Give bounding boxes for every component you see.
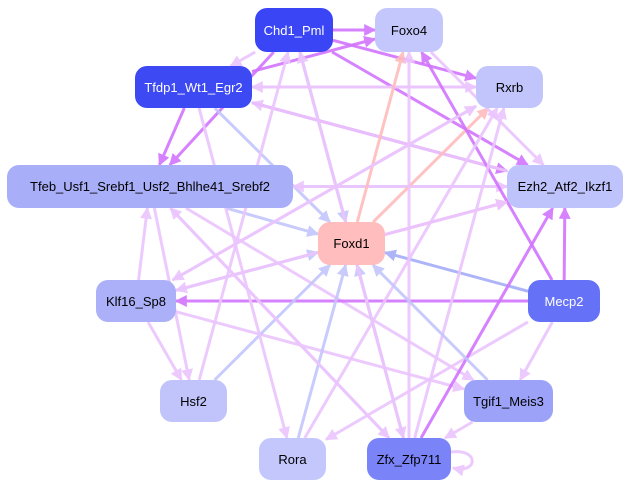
node-klf16[interactable]: Klf16_Sp8 — [96, 280, 176, 322]
edge-klf16-to-tfeb — [137, 206, 153, 281]
node-label: Mecp2 — [544, 293, 584, 309]
node-rxrb[interactable]: Rxrb — [476, 66, 543, 108]
edge-chd1-to-tfdp1 — [229, 50, 256, 68]
edge-hsf2-to-chd1 — [197, 50, 292, 381]
edge-foxd1-to-rxrb — [372, 106, 490, 224]
edge-mecp2-to-rora — [324, 320, 529, 441]
edge-tfeb-to-foxd1 — [225, 206, 320, 237]
node-tfeb[interactable]: Tfeb_Usf1_Srebf1_Usf2_Bhlhe41_Srebf2 — [7, 165, 293, 208]
edge-tfdp1-to-tfeb — [158, 107, 186, 167]
node-label: Foxd1 — [333, 236, 370, 251]
node-mecp2[interactable]: Mecp2 — [528, 280, 600, 322]
node-zfx[interactable]: Zfx_Zfp711 — [367, 438, 451, 480]
edge-tgif1-to-zfx — [443, 420, 474, 440]
edge-zfx-to-ezh2 — [419, 206, 554, 439]
node-label: Klf16_Sp8 — [106, 293, 166, 309]
edge-mecp2-to-ezh2 — [558, 206, 571, 281]
node-ezh2[interactable]: Ezh2_Atf2_Ikzf1 — [507, 165, 623, 208]
edge-klf16-to-tgif1 — [175, 310, 466, 393]
node-label: Zfx_Zfp711 — [376, 451, 442, 467]
node-label: Tfdp1_Wt1_Egr2 — [144, 79, 243, 95]
edge-foxo4-to-ezh2 — [429, 50, 545, 167]
edge-chd1-to-ezh2 — [331, 50, 529, 167]
node-tgif1[interactable]: Tgif1_Meis3 — [464, 380, 553, 422]
node-chd1[interactable]: Chd1_Pml — [255, 8, 333, 52]
edge-mecp2-to-tgif1 — [518, 321, 554, 382]
edge-tgif1-to-foxd1 — [371, 263, 489, 382]
node-hsf2[interactable]: Hsf2 — [160, 380, 227, 422]
node-rora[interactable]: Rora — [259, 438, 326, 480]
node-foxd1[interactable]: Foxd1 — [318, 222, 385, 265]
node-label: Chd1_Pml — [263, 22, 325, 38]
edge-klf16-to-hsf2 — [146, 321, 183, 382]
edge-rora-to-foxd1 — [296, 263, 349, 439]
node-label: Tfeb_Usf1_Srebf1_Usf2_Bhlhe41_Srebf2 — [30, 179, 270, 194]
edge-zfx-to-zfx — [450, 450, 474, 477]
node-label: Tgif1_Meis3 — [473, 393, 544, 409]
edge-tfdp1-to-rora — [197, 107, 290, 440]
node-tfdp1[interactable]: Tfdp1_Wt1_Egr2 — [135, 66, 252, 108]
edge-hsf2-to-foxd1 — [213, 263, 331, 382]
node-label: Rora — [278, 451, 307, 467]
edge-foxd1-to-foxo4 — [355, 50, 407, 223]
node-label: Ezh2_Atf2_Ikzf1 — [517, 179, 613, 194]
node-foxo4[interactable]: Foxo4 — [375, 8, 443, 52]
edge-tfdp1-to-foxo4 — [251, 35, 377, 73]
node-label: Rxrb — [495, 79, 524, 95]
node-label: Hsf2 — [180, 393, 207, 409]
edge-rxrb-to-klf16 — [171, 104, 477, 282]
node-label: Foxo4 — [390, 22, 428, 38]
edge-zfx-to-tfeb — [169, 206, 391, 440]
edge-zfx-to-rxrb — [413, 106, 507, 439]
